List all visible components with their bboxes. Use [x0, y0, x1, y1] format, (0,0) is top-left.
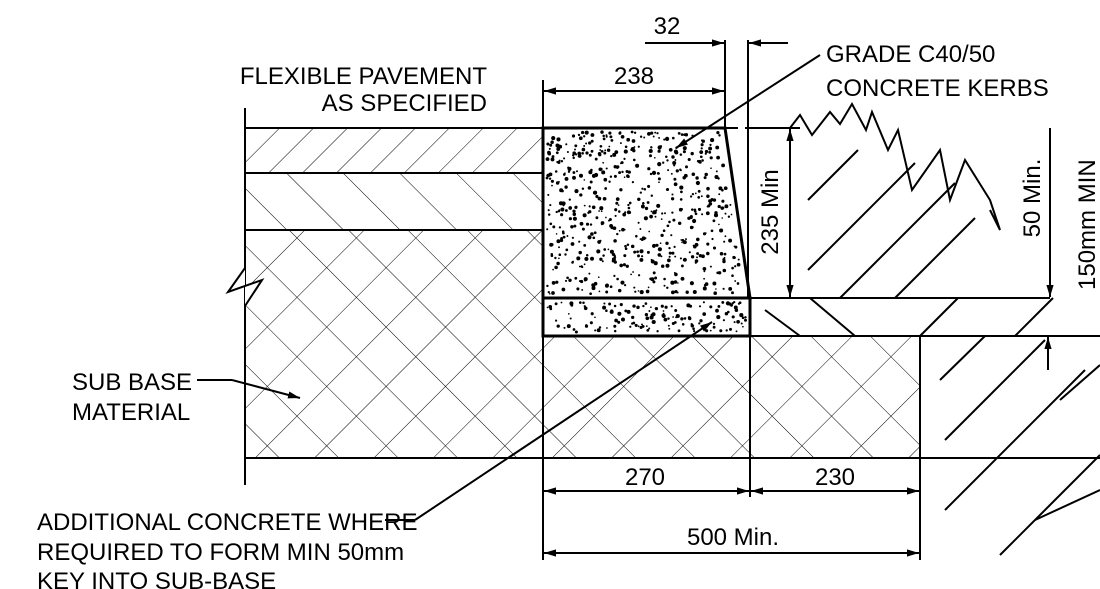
concrete-aggregate-dots: [545, 130, 741, 296]
bedding-aggregate-dots: [546, 300, 747, 334]
sub-base-under-kerb: [543, 336, 920, 458]
break-line-left: [225, 267, 265, 307]
leader-lines: [197, 54, 821, 521]
dim-verge-width: 230: [815, 464, 855, 491]
dim-total-width: 500 Min.: [687, 524, 779, 551]
dim-kerb-base-width: 270: [625, 464, 665, 491]
label-flexible-pavement-2: AS SPECIFIED: [322, 90, 487, 117]
label-kerb-grade-2: CONCRETE KERBS: [826, 75, 1049, 102]
concrete-kerb: [541, 126, 752, 338]
surface-course: [245, 128, 543, 173]
dim-upstand: 50 Min.: [1019, 159, 1046, 238]
label-additional-concrete-2: REQUIRED TO FORM MIN 50mm: [37, 539, 404, 566]
dim-kerb-top-width: 238: [614, 63, 654, 90]
label-flexible-pavement-1: FLEXIBLE PAVEMENT: [240, 63, 488, 90]
sub-base-left: [245, 230, 543, 458]
base-course: [245, 173, 543, 230]
label-additional-concrete-3: KEY INTO SUB-BASE: [37, 568, 276, 589]
label-additional-concrete-1: ADDITIONAL CONCRETE WHERE: [37, 509, 417, 536]
ground-break-line: [745, 101, 1001, 231]
pavement-layers: [225, 108, 1100, 485]
verge-ground: [745, 101, 1100, 556]
label-sub-base-1: SUB BASE: [72, 369, 192, 396]
dimensions: [542, 39, 1054, 560]
annotation-labels: FLEXIBLE PAVEMENT AS SPECIFIED GRADE C40…: [37, 13, 1100, 589]
dim-kerb-height: 235 Min: [757, 169, 784, 254]
dim-overall-depth: 150mm MIN: [1074, 159, 1100, 290]
label-sub-base-2: MATERIAL: [72, 399, 190, 426]
dim-gap-top: 32: [654, 13, 681, 40]
label-kerb-grade-1: GRADE C40/50: [826, 41, 995, 68]
